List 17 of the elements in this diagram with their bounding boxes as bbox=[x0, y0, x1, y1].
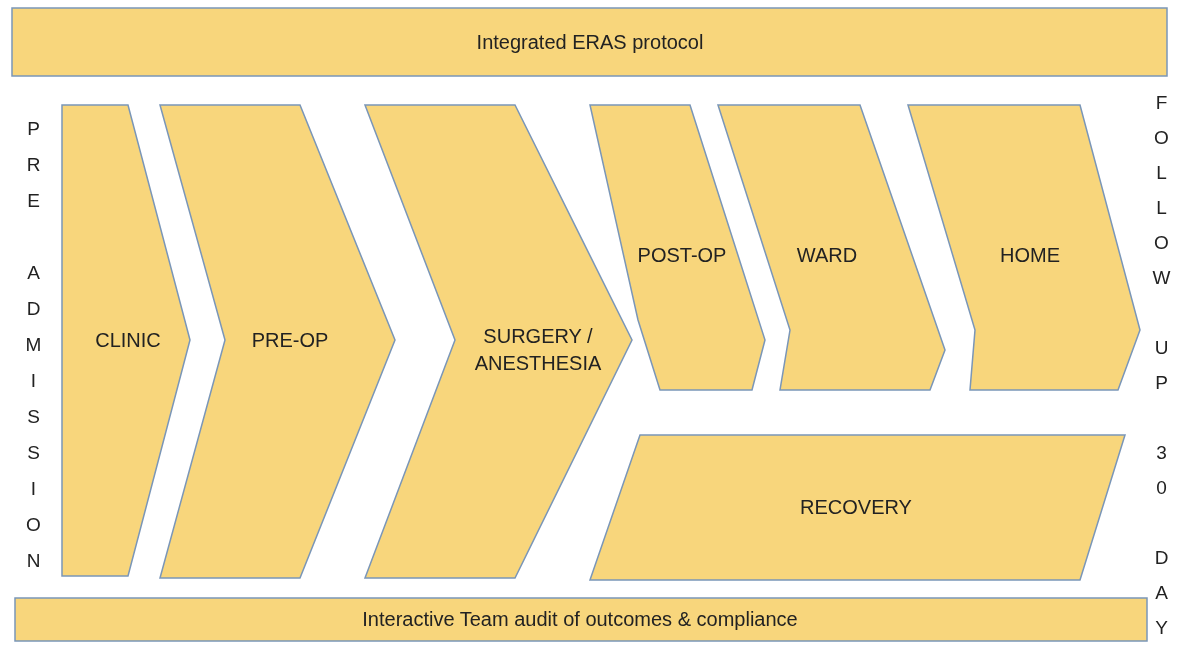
step-label: Integrated ERAS protocol bbox=[476, 29, 704, 55]
step-label: RECOVERY bbox=[800, 494, 912, 520]
chevron-step bbox=[908, 105, 1140, 390]
chevron-step bbox=[160, 105, 395, 578]
step-label: SURGERY / ANESTHESIA bbox=[473, 324, 603, 376]
step-label: HOME bbox=[1000, 242, 1060, 268]
step-label: CLINIC bbox=[95, 327, 161, 353]
vertical-label: PRE ADMISSION bbox=[22, 118, 44, 586]
band bbox=[12, 8, 1167, 76]
step-label: Interactive Team audit of outcomes & compliance bbox=[362, 606, 798, 632]
vertical-label: FOLLOW UP 30 DAY bbox=[1150, 92, 1172, 652]
step-label: WARD bbox=[796, 242, 858, 268]
band bbox=[590, 435, 1125, 580]
chevron-step bbox=[62, 105, 190, 576]
band bbox=[15, 598, 1147, 641]
step-label: POST-OP bbox=[637, 242, 727, 268]
step-label: PRE-OP bbox=[251, 327, 329, 353]
